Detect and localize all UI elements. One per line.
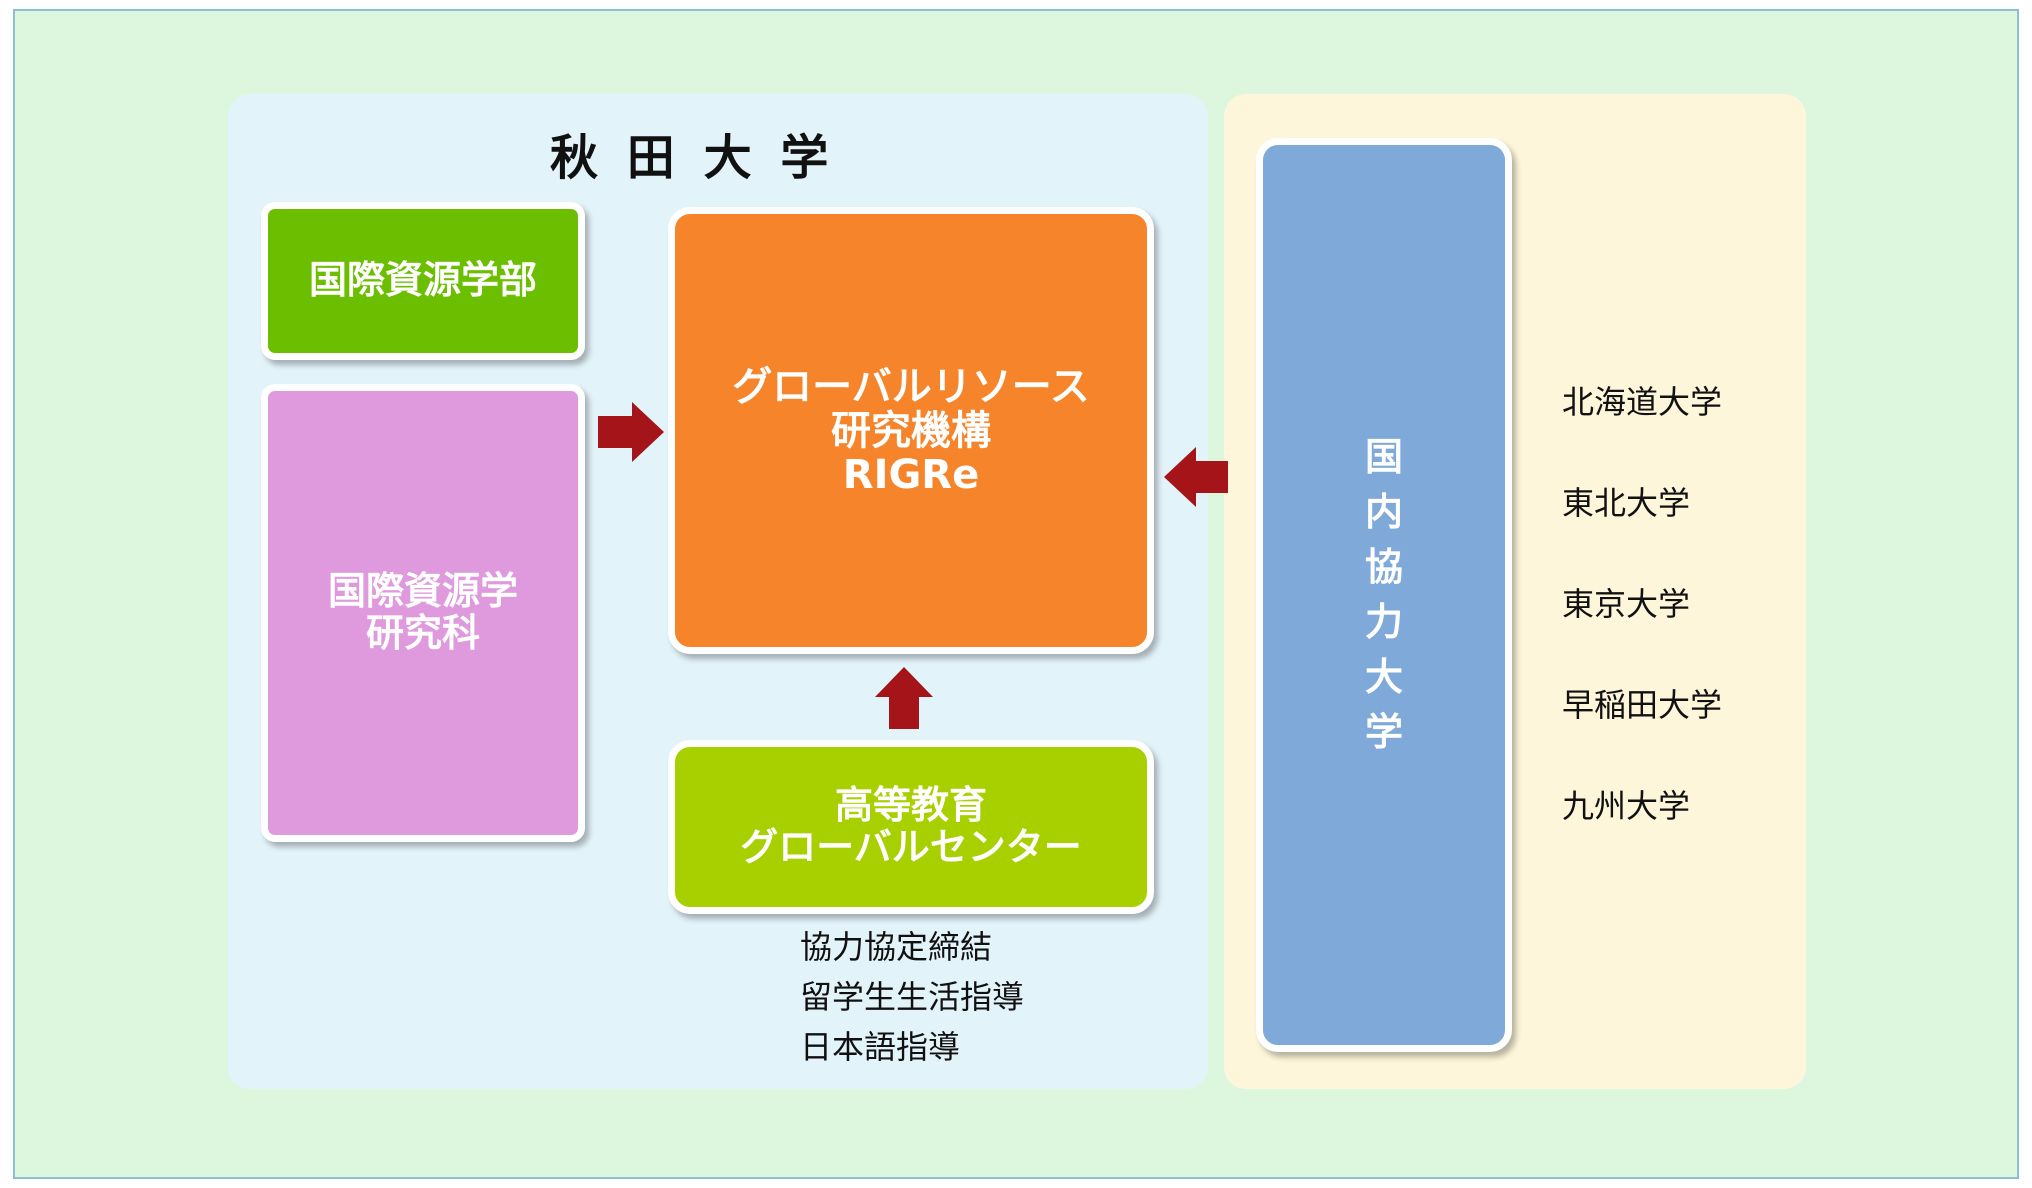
rigre-box: グローバルリソース 研究機構 RIGRe [668, 207, 1154, 654]
domestic-label-char: 力 [1364, 600, 1403, 644]
domestic-label-char: 大 [1364, 655, 1403, 700]
university-item: 早稲田大学 [1562, 686, 1723, 724]
global-center-box: 高等教育 グローバルセンター [668, 740, 1154, 914]
arrow-left-icon [1164, 447, 1228, 507]
service-item: 留学生生活指導 [800, 978, 1025, 1016]
global-center-label-line2: グローバルセンター [740, 825, 1082, 869]
faculty-label: 国際資源学部 [308, 258, 537, 303]
graduate-school-box: 国際資源学 研究科 [261, 384, 585, 842]
graduate-school-label-line1: 国際資源学 [327, 569, 518, 614]
university-item: 北海道大学 [1562, 383, 1723, 421]
arrow-right-icon [598, 402, 664, 462]
university-item: 九州大学 [1562, 787, 1691, 825]
service-item: 日本語指導 [800, 1028, 961, 1066]
faculty-box: 国際資源学部 [261, 202, 585, 360]
domestic-partner-box: 国 内 協 力 大 学 [1256, 138, 1512, 1052]
service-item: 協力協定締結 [800, 928, 993, 966]
graduate-school-label-line2: 研究科 [365, 611, 480, 655]
rigre-label-line3: RIGRe [842, 451, 980, 498]
domestic-label-char: 国 [1364, 434, 1403, 479]
university-item: 東北大学 [1562, 484, 1691, 522]
rigre-label-line1: グローバルリソース [732, 363, 1090, 410]
domestic-label-char: 協 [1364, 544, 1403, 589]
domestic-label-char: 学 [1364, 710, 1403, 755]
center-services-list: 協力協定締結 留学生生活指導 日本語指導 [800, 922, 1024, 1072]
akita-university-title: 秋田大学 [550, 130, 858, 186]
domestic-label-char: 内 [1364, 489, 1403, 534]
rigre-label-line2: 研究機構 [831, 407, 991, 454]
partner-university-list: 北海道大学 東北大学 東京大学 早稲田大学 九州大学 [1562, 377, 1722, 882]
arrow-up-icon [875, 667, 933, 729]
global-center-label-line1: 高等教育 [834, 783, 987, 828]
university-item: 東京大学 [1562, 585, 1691, 623]
